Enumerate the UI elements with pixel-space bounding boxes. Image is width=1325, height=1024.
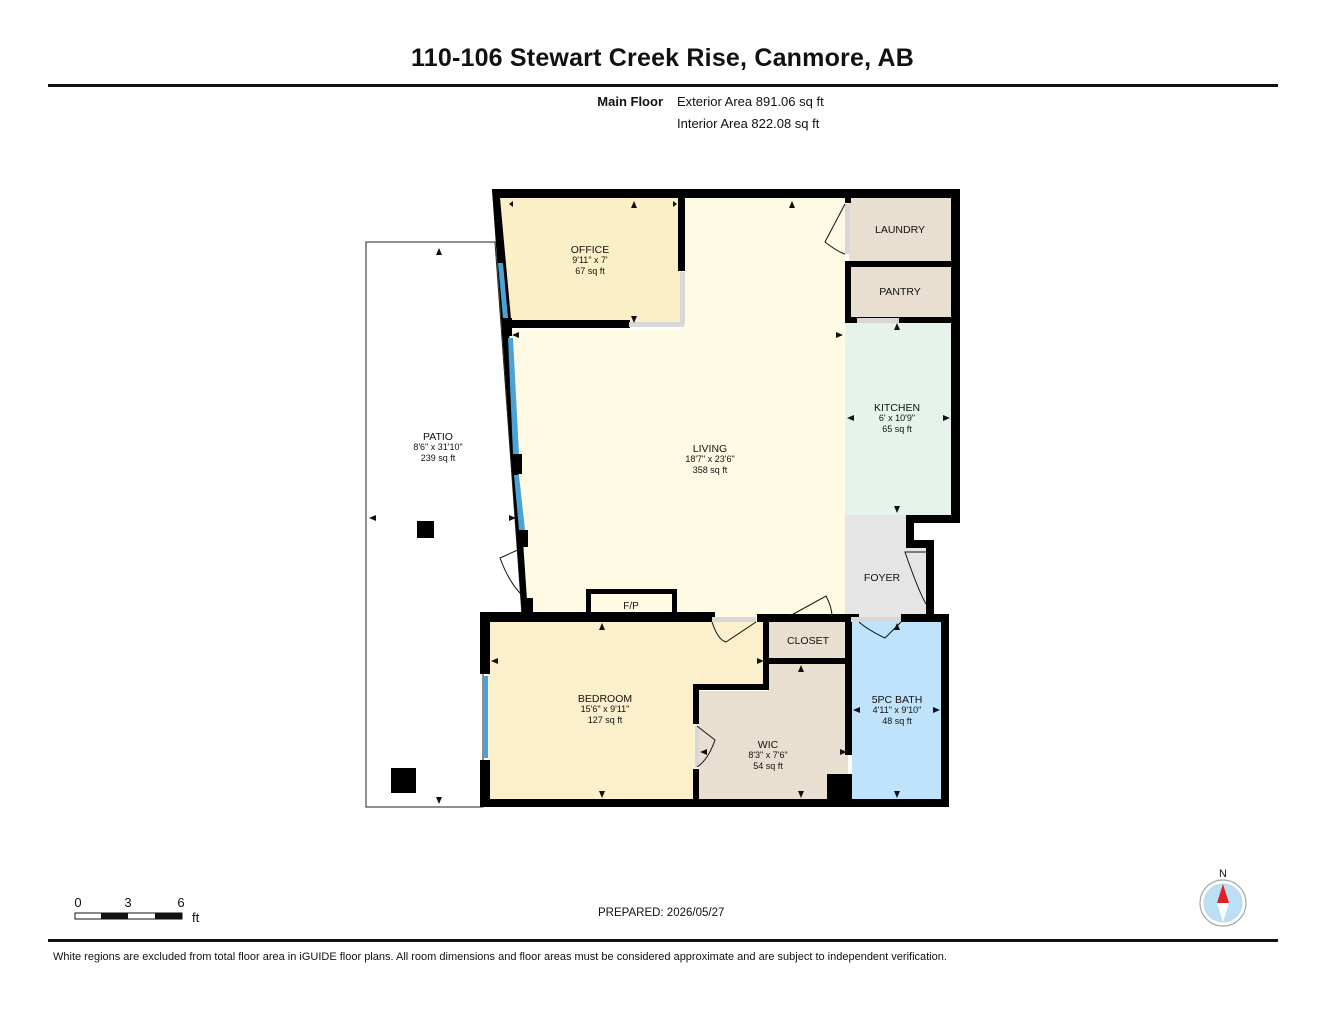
pantry-room-fill [849,266,952,318]
bath-area: 48 sq ft [882,716,912,726]
patio-post [391,768,416,793]
bath-name: 5PC BATH [872,694,923,706]
header-rule [48,84,1278,87]
pantry-name: PANTRY [879,286,921,298]
bedroom-area: 127 sq ft [588,715,623,725]
bedroom-name: BEDROOM [578,693,632,705]
living-area: 358 sq ft [693,465,728,475]
bath-dims: 4'11" x 9'10" [873,705,922,715]
patio-dims: 8'6" x 31'10" [413,442,462,452]
living-name: LIVING [693,443,727,455]
laundry-room-fill [849,198,952,261]
kitchen-name: KITCHEN [874,402,920,414]
wic-room-fill [699,664,848,800]
bath-room-fill [852,622,944,800]
kitchen-area: 65 sq ft [882,424,912,434]
wic-name: WIC [758,739,779,751]
dimension-arrows [369,201,950,804]
footer-rule [48,939,1278,942]
patio-area-text: 239 sq ft [421,453,456,463]
office-dims: 9'11" x 7' [572,255,608,265]
wic-dims: 8'3" x 7'6" [748,750,787,760]
kitchen-dims: 6' x 10'9" [879,413,915,423]
office-name: OFFICE [571,244,610,256]
openings [629,204,901,767]
scale-tick-6: 6 [177,895,184,910]
laundry-name: LAUNDRY [875,224,925,236]
compass-icon: N [1199,868,1247,927]
wall-blocks [502,318,533,615]
office-room-fill [500,198,682,325]
compass-north-label: N [1219,868,1227,880]
floor-name: Main Floor [597,94,663,109]
patio-name: PATIO [423,431,453,443]
prepared-date: PREPARED: 2026/05/27 [598,907,725,919]
closet-name: CLOSET [787,635,830,647]
living-dims: 18'7" x 23'6" [685,454,734,464]
interior-area: Interior Area 822.08 sq ft [677,116,820,131]
exterior-area: Exterior Area 891.06 sq ft [677,94,824,109]
scale-bar: 0 3 6 ft [74,895,199,925]
kitchen-room-fill [845,323,952,515]
door-swings [499,203,927,768]
wic-area: 54 sq ft [753,761,783,771]
office-area: 67 sq ft [575,266,605,276]
scale-tick-0: 0 [74,895,81,910]
living-room-fill [512,198,845,617]
disclaimer-text: White regions are excluded from total fl… [53,951,947,963]
bedroom-dims: 15'6" x 9'11" [581,704,630,714]
patio-post [417,521,434,538]
foyer-room-fill [845,515,928,617]
scale-tick-3: 3 [124,895,131,910]
closet-room-fill [768,622,848,660]
foyer-name: FOYER [864,572,901,584]
scale-unit: ft [192,910,200,925]
fireplace-label: F/P [623,601,639,612]
page-title: 110-106 Stewart Creek Rise, Canmore, AB [411,44,914,72]
windows [483,263,525,758]
